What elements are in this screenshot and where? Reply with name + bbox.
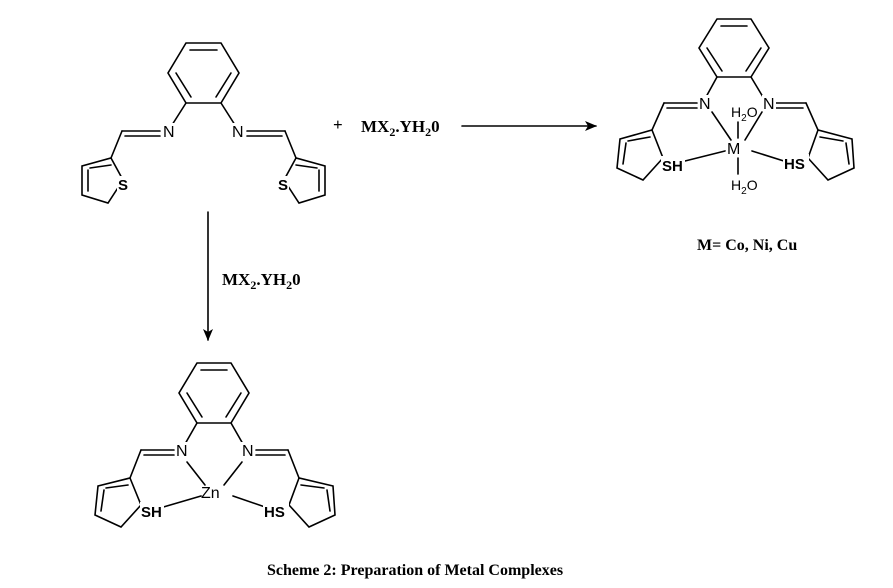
zn-complex-nitrogen-right: N <box>242 443 254 460</box>
zn-thiophene-left <box>94 477 142 528</box>
ligand-nitrogen-left: N <box>163 124 175 141</box>
zn-complex-thiol-left: SH <box>141 504 162 521</box>
complex-thiol-right: HS <box>784 156 805 173</box>
reagent-formula-side: MX2.YH20 <box>222 270 301 292</box>
metal-complex-structure: N N H2O M SH HS H2O <box>616 18 855 197</box>
scheme-caption: Scheme 2: Preparation of Metal Complexes <box>267 562 563 579</box>
zinc-complex-structure: N N Zn SH HS <box>94 362 336 528</box>
vertical-reaction: MX2.YH20 <box>203 211 301 341</box>
complex-water-top: H2O <box>731 104 758 124</box>
reagent-formula-top: MX2.YH20 <box>361 117 440 139</box>
zn-complex-thiol-right: HS <box>264 504 285 521</box>
zn-complex-nitrogen-left: N <box>176 443 188 460</box>
complex-nitrogen-right: N <box>763 96 775 113</box>
complex-thiol-left: SH <box>662 158 683 175</box>
complex-metal-center: M <box>727 141 740 158</box>
ligand-sulfur-right: S <box>278 177 288 194</box>
metal-list-label: M= Co, Ni, Cu <box>697 237 797 254</box>
zn-thiophene-right <box>288 477 336 528</box>
complex-nitrogen-left: N <box>699 96 711 113</box>
zinc-metal-center: Zn <box>201 485 220 502</box>
horizontal-reaction: + MX2.YH20 <box>333 115 597 139</box>
zn-benzene-ring <box>178 362 250 424</box>
complex-thiophene-left <box>616 129 664 181</box>
benzene-ring <box>167 42 240 104</box>
ligand-sulfur-left: S <box>118 177 128 194</box>
complex-water-bottom: H2O <box>731 177 758 197</box>
ligand-nitrogen-right: N <box>232 124 244 141</box>
ligand-structure: N N S S <box>81 42 326 204</box>
complex-thiophene-right <box>807 129 855 181</box>
plus-sign: + <box>333 115 343 134</box>
complex-benzene-ring <box>698 18 770 78</box>
